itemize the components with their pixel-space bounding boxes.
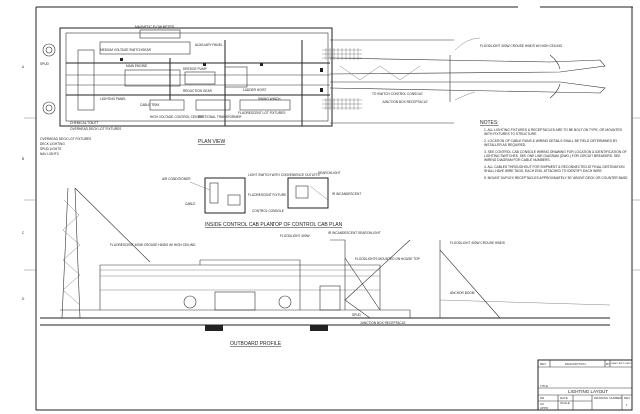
label: SPUD bbox=[352, 313, 362, 317]
label: CHEMICAL TOILET bbox=[70, 121, 98, 125]
label: MAIN ENGINE bbox=[126, 64, 147, 68]
left-note: DECK LIGHTING bbox=[40, 142, 65, 146]
drawing-title: LIGHTING LAYOUT bbox=[568, 389, 608, 394]
note-item: 2. LOCATION OF CABLE RUNS & WIRING DETAI… bbox=[484, 139, 618, 147]
plan-view: PLAN VIEW bbox=[42, 27, 606, 145]
label: LIGHT SWITCH WITH CONVENIENCE OUTLETS bbox=[248, 173, 320, 177]
label: CABLE TRAY bbox=[140, 103, 160, 107]
label: REDUCTION GEAR bbox=[183, 89, 213, 93]
grid-letter-c: C bbox=[22, 231, 25, 235]
label: LADDER HOIST bbox=[243, 88, 267, 92]
note-item: 5. MOUNT DUPLEX RECEPTACLES APPROXIMATEL… bbox=[484, 176, 629, 180]
cab-details: INSIDE CONTROL CAB PLAN TOP OF CONTROL C… bbox=[189, 177, 343, 228]
notes-list: 1. ALL LIGHTING FIXTURES & RECEPTACLES A… bbox=[484, 128, 629, 180]
grid-letter-a: A bbox=[22, 65, 25, 69]
label: SPUD bbox=[40, 62, 50, 66]
label: FLUORESCENT LGT FIXTURES bbox=[238, 111, 285, 115]
title-label: TITLE bbox=[540, 384, 548, 388]
field-date: DATE bbox=[560, 396, 568, 400]
label: SWING WINCH bbox=[258, 97, 281, 101]
label: CABLE bbox=[185, 202, 195, 206]
description-header: DESCRIPTION bbox=[565, 362, 586, 366]
label: FLOODLIGHT 400W bbox=[280, 234, 310, 238]
title-block bbox=[537, 359, 633, 411]
label: JUNCTION BOX RECEPTACLE bbox=[360, 321, 406, 325]
label: AUXILIARY PANEL bbox=[195, 43, 223, 47]
left-note: OVERHEAD DECK LGT FIXTURES bbox=[40, 137, 91, 141]
rev-value: 1 bbox=[626, 403, 628, 407]
outboard-profile: OUTBOARD PROFILE bbox=[40, 187, 611, 347]
label: AIR CONDITIONER bbox=[162, 177, 191, 181]
note-item: 4. ALL CABLES THROUGHOUT FOR SHIPMENT & … bbox=[484, 165, 625, 173]
label: IR INCANDESCENT bbox=[332, 192, 361, 196]
label: MEDIUM VOLTAGE SWITCHGEAR bbox=[100, 48, 152, 52]
field-dr: DR bbox=[540, 396, 545, 400]
field-rev: REV bbox=[624, 396, 630, 400]
grid-letter-b: B bbox=[22, 157, 24, 161]
outboard-profile-title: OUTBOARD PROFILE bbox=[230, 341, 282, 347]
label: FLOODLIGHT 400W CROUSE HINDS W/ HIGH CEI… bbox=[480, 44, 563, 48]
label: FLOODLIGHT 400W CROUSE HINDS bbox=[450, 241, 505, 245]
label: OVERHEAD DECK LGT FIXTURES bbox=[70, 127, 121, 131]
note-item: 3. SEE CONTROL CAB CONSOLE WIRING DRAWIN… bbox=[484, 150, 627, 162]
label: LIGHTING PANEL bbox=[100, 97, 126, 101]
label: IR INCANDESCENT SEARCHLIGHT bbox=[328, 231, 381, 235]
label: ANCHOR BOOM bbox=[450, 291, 475, 295]
field-scale: SCALE bbox=[560, 401, 570, 405]
by-header: BY bbox=[606, 362, 610, 366]
label: TO SWITCH CONTROL CONSOLE bbox=[372, 92, 423, 96]
left-note: NAV LIGHTS bbox=[40, 152, 59, 156]
note-item: 1. ALL LIGHTING FIXTURES & RECEPTACLES A… bbox=[484, 128, 623, 136]
field-appd: APPD bbox=[540, 406, 549, 410]
field-ck: CK bbox=[540, 402, 544, 406]
sheet-border bbox=[24, 6, 640, 411]
grid-letter-d: D bbox=[22, 297, 25, 301]
label: FLOODLIGHTS MOUNTED ON HOUSE TOP bbox=[355, 257, 420, 261]
field-drawing-number: DRAWING NUMBER bbox=[594, 396, 623, 400]
label: FLUORESCENT 400W CROUSE HINDS W/ HIGH CE… bbox=[110, 243, 196, 247]
label: CONTROL CONSOLE bbox=[252, 209, 284, 213]
label: MAGNETIC FLOW METER bbox=[135, 25, 175, 29]
draft-appd-header: DRAFT APPD DATE bbox=[611, 362, 632, 365]
label: HIGH VOLTAGE CONTROL CENTER bbox=[150, 115, 204, 119]
notes-heading: NOTES: bbox=[480, 120, 499, 126]
label: JUNCTION BOX RECEPTACLE bbox=[382, 100, 428, 104]
left-note: SPUD LIGHTS bbox=[40, 147, 61, 151]
label: DREDGE PUMP bbox=[183, 67, 207, 71]
plan-view-title: PLAN VIEW bbox=[198, 139, 226, 145]
top-cab-title: TOP OF CONTROL CAB PLAN bbox=[272, 222, 343, 228]
label: SECTIONAL TRANSFORMER bbox=[198, 115, 242, 119]
label: SEARCHLIGHT bbox=[318, 171, 341, 175]
rev-header: REV bbox=[540, 362, 546, 366]
inside-cab-title: INSIDE CONTROL CAB PLAN bbox=[205, 222, 274, 228]
label: FLUORESCENT FIXTURE bbox=[248, 193, 286, 197]
